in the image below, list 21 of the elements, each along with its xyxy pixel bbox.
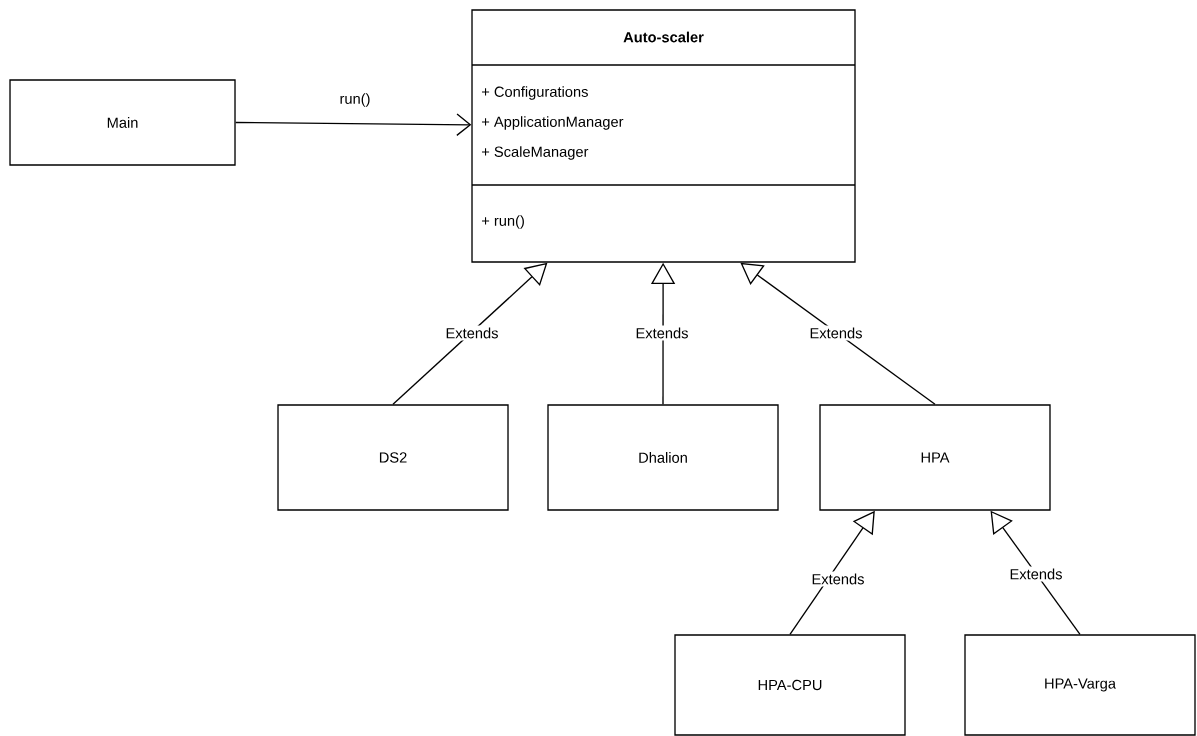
edge-label: Extends	[807, 325, 865, 341]
attribute-text: + ScaleManager	[482, 146, 589, 160]
edge-label: Extends	[1007, 566, 1065, 582]
attribute-text: + Configurations	[482, 86, 588, 100]
attribute-text: + ApplicationManager	[482, 116, 624, 130]
arrow	[392, 262, 548, 405]
arrow	[235, 113, 472, 137]
arrow	[740, 262, 936, 405]
class-box: HPA-CPU	[674, 634, 906, 736]
edge-label: run()	[340, 93, 370, 107]
class-box: HPA-Varga	[964, 634, 1196, 736]
class-box: Main	[9, 79, 236, 166]
class-box: DS2	[277, 404, 509, 511]
edge-label: Extends	[809, 571, 867, 587]
class-box	[471, 9, 856, 263]
class-box: Dhalion	[547, 404, 779, 511]
edge-label: Extends	[633, 325, 691, 341]
class-name: Auto-scaler	[623, 31, 704, 43]
method-text: + run()	[482, 215, 524, 229]
edge-label: Extends	[443, 325, 501, 341]
class-box: HPA	[819, 404, 1051, 511]
